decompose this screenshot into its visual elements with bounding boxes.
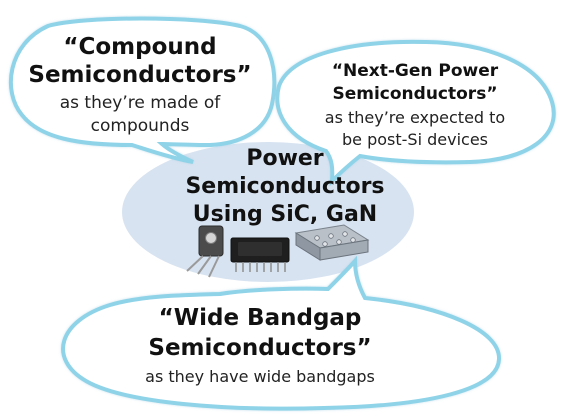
compound-semiconductors-title-line-2: Semiconductors” xyxy=(28,62,252,88)
next-gen-power-semiconductors-title-line-1: “Next-Gen Power xyxy=(331,61,499,81)
compound-semiconductors-speech-bubble xyxy=(8,16,277,164)
black-module-icon xyxy=(230,237,290,272)
wide-bandgap-semiconductors-subtitle-line-1: as they have wide bandgaps xyxy=(145,367,375,386)
wide-bandgap-semiconductors-speech-bubble xyxy=(61,255,502,411)
next-gen-power-semiconductors-subtitle-line-1: as they’re expected to xyxy=(324,108,506,127)
center-title-line-1: Power xyxy=(246,146,324,171)
next-gen-power-semiconductors-title-line-2: Semiconductors” xyxy=(332,84,498,104)
compound-semiconductors-subtitle-line-1: as they’re made of xyxy=(59,93,221,113)
compound-semiconductors-subtitle-line-2: compounds xyxy=(90,116,190,136)
center-title-line-2: Semiconductors xyxy=(185,174,385,199)
gray-module-icon xyxy=(294,224,370,261)
wide-bandgap-semiconductors-title-line-2: Semiconductors” xyxy=(148,335,372,361)
center-title-line-3: Using SiC, GaN xyxy=(192,202,378,227)
next-gen-power-semiconductors-speech-bubble xyxy=(275,39,556,187)
wide-bandgap-semiconductors-title-line-1: “Wide Bandgap xyxy=(158,305,362,331)
compound-semiconductors-title-line-1: “Compound xyxy=(63,34,217,60)
discrete-device-icon xyxy=(186,225,224,278)
next-gen-power-semiconductors-subtitle-line-2: be post-Si devices xyxy=(342,130,488,149)
power-semiconductor-devices-illustration xyxy=(186,224,370,278)
